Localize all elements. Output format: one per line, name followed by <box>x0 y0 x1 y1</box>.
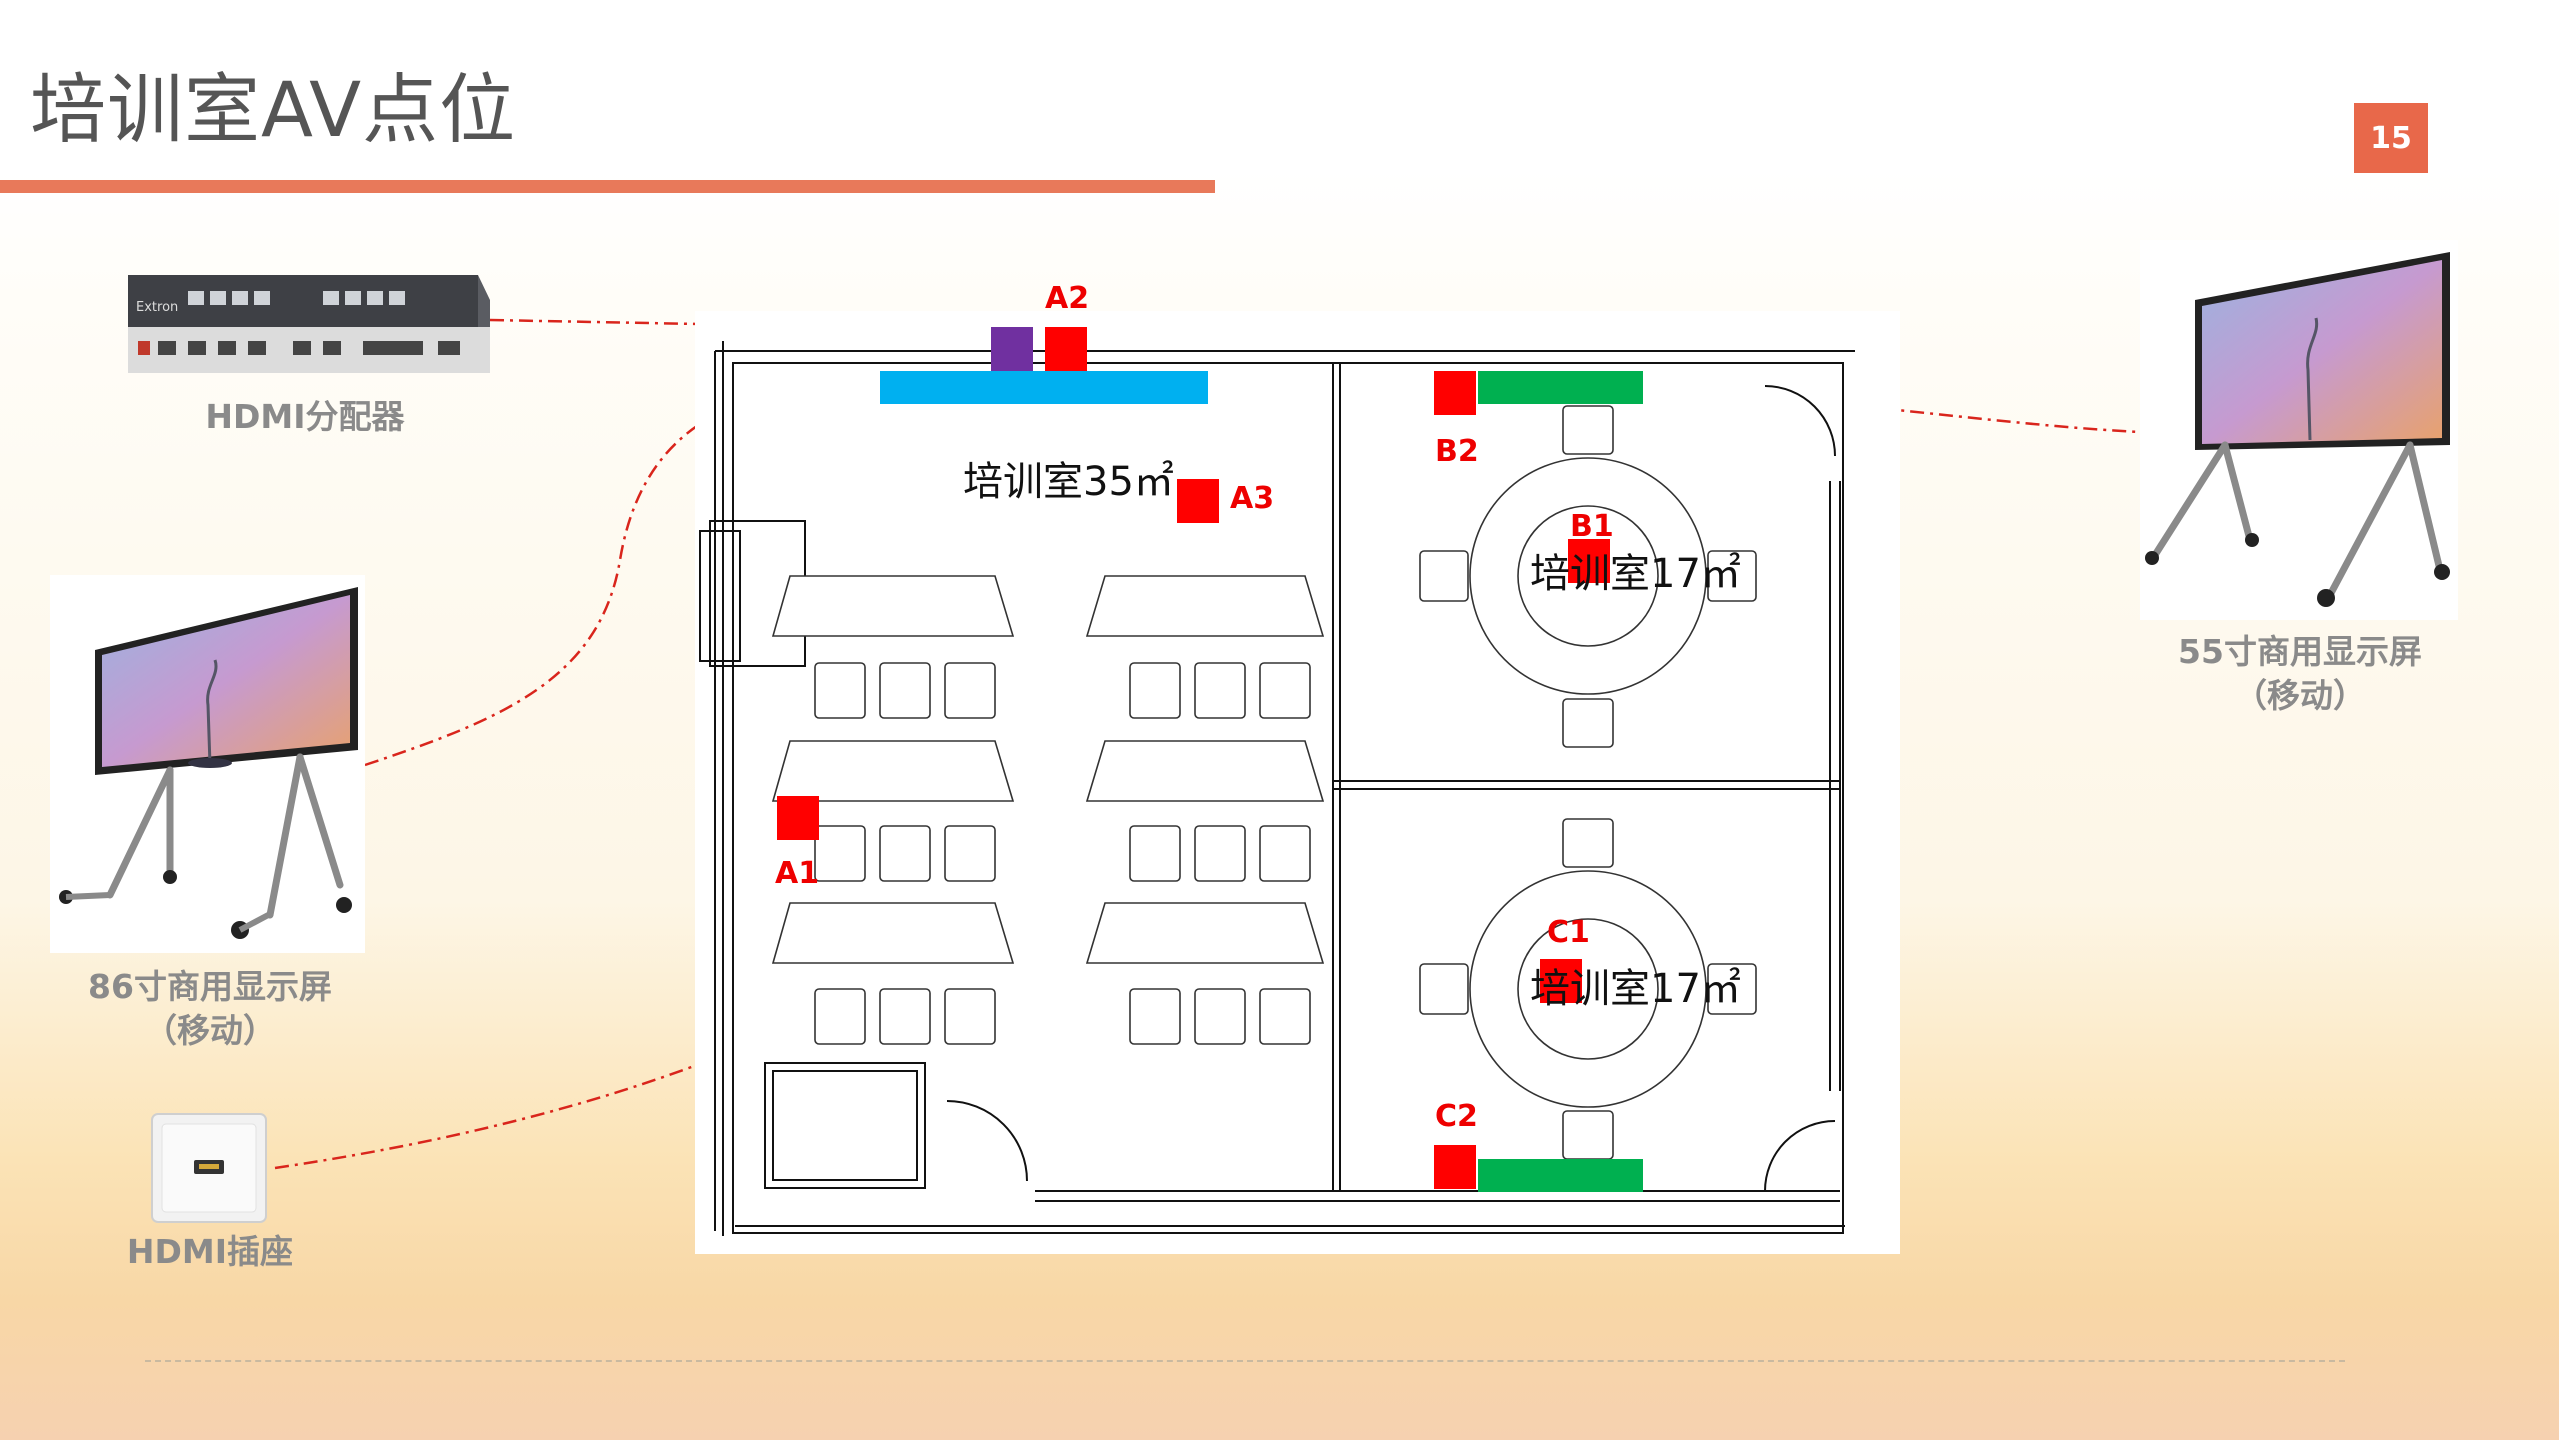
marker-a1-box <box>777 796 819 840</box>
blue-screen-a <box>880 371 1208 404</box>
display-86-caption-mobile: （移动） <box>144 1011 276 1050</box>
marker-b2-box <box>1434 371 1476 415</box>
display-86-device <box>50 575 365 953</box>
display-55-caption-size: 55寸商用显示屏 <box>2178 632 2422 671</box>
marker-b2-label: B2 <box>1435 434 1479 469</box>
marker-a3-label: A3 <box>1230 481 1275 516</box>
room-label-small-bottom: 培训室17㎡ <box>1530 966 1741 1012</box>
marker-a2-box <box>1045 327 1087 371</box>
marker-b1-label: B1 <box>1570 509 1614 544</box>
display-55-device <box>2140 240 2458 620</box>
marker-c1-label: C1 <box>1547 915 1590 950</box>
display-86-caption: 86寸商用显示屏 （移动） <box>45 965 375 1053</box>
splitter-brand-text: Extron <box>136 300 178 315</box>
green-screen-b <box>1478 371 1643 404</box>
page-number-badge: 15 <box>2354 103 2428 173</box>
hdmi-splitter-caption: HDMI分配器 <box>205 397 405 436</box>
footer-dashed-line <box>145 1360 2345 1362</box>
hdmi-socket-caption: HDMI插座 <box>126 1232 294 1271</box>
marker-b1-box <box>1568 539 1610 583</box>
title-underline-bar <box>0 180 1215 193</box>
hdmi-socket-device <box>150 1112 268 1224</box>
floor-plan: 培训室35㎡ 培训室17㎡ 培训室17㎡ A2 A3 A1 B2 B1 C1 C… <box>695 281 1900 1254</box>
hdmi-splitter-device: Extron <box>118 255 490 390</box>
room-label-large: 培训室35㎡ <box>963 459 1174 505</box>
marker-a2-label: A2 <box>1045 281 1090 316</box>
display-86-caption-size: 86寸商用显示屏 <box>88 967 332 1006</box>
marker-c2-box <box>1434 1145 1476 1189</box>
display-55-caption: 55寸商用显示屏 （移动） <box>2140 630 2460 718</box>
marker-c2-label: C2 <box>1435 1099 1478 1134</box>
marker-a1-label: A1 <box>775 856 820 891</box>
marker-c1-box <box>1540 959 1582 1003</box>
room-label-small-top: 培训室17㎡ <box>1530 551 1741 597</box>
display-55-caption-mobile: （移动） <box>2234 676 2366 715</box>
marker-a3-box <box>1177 479 1219 523</box>
purple-box <box>991 327 1033 371</box>
green-screen-c <box>1478 1159 1643 1192</box>
page-title: 培训室AV点位 <box>30 65 517 154</box>
